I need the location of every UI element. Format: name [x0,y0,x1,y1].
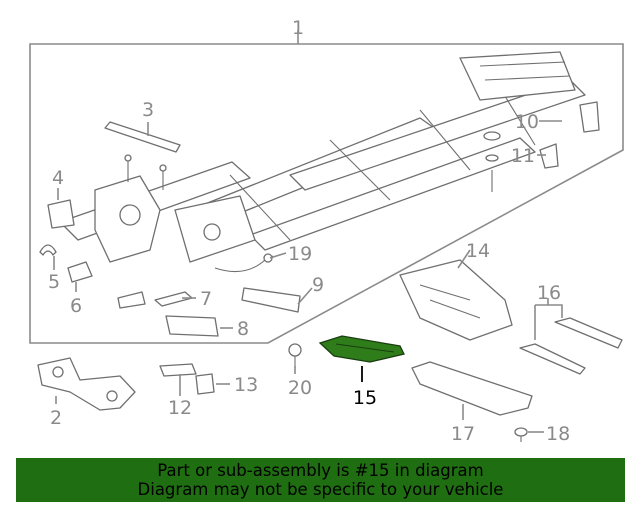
part-15-shield-highlighted [318,335,405,363]
callout-6: 6 [70,295,82,317]
banner-line-2: Diagram may not be specific to your vehi… [137,480,504,499]
part-6-mount [67,261,93,283]
callout-7: 7 [200,288,212,310]
callout-13: 13 [234,374,258,396]
part-14-skid-plate [399,259,513,341]
callout-18: 18 [546,423,570,445]
part-4-bracket [47,199,75,229]
callout-9: 9 [312,274,324,296]
part-13-bracket [195,373,215,395]
callout-10: 10 [515,111,539,133]
part-2-crossmember [37,357,136,411]
part-7-bracket [154,291,193,307]
callout-15: 15 [353,387,377,409]
frame-assembly [59,51,586,263]
callout-8: 8 [237,318,249,340]
callout-5: 5 [48,271,60,293]
part-11-bracket [539,143,559,169]
part-8-bar [165,315,219,337]
part-9-bracket [241,287,301,313]
callout-4: 4 [52,167,64,189]
callout-19: 19 [288,243,312,265]
callout-20: 20 [288,377,312,399]
part-17-skid-plate [411,361,533,416]
callout-14: 14 [466,240,490,262]
callout-12: 12 [168,397,192,419]
part-18-clip [514,427,528,442]
callout-2: 2 [50,407,62,429]
info-banner: Part or sub-assembly is #15 in diagram D… [16,458,625,502]
part-20-bolt [288,343,302,368]
callout-1: 1 [292,17,304,39]
callout-17: 17 [451,423,475,445]
part-10-bracket [579,101,600,133]
part-3-crossbar [104,121,181,190]
callout-3: 3 [142,99,154,121]
part-16-rail-left [519,343,586,375]
part-12-bracket [159,363,197,377]
banner-line-1: Part or sub-assembly is #15 in diagram [157,461,484,480]
callout-11: 11 [511,145,535,167]
part-5-clip [39,244,57,256]
leader-lines [53,120,563,433]
part-16-rail-right [554,317,623,349]
assembly-outline [29,43,624,344]
callout-16: 16 [537,282,561,304]
